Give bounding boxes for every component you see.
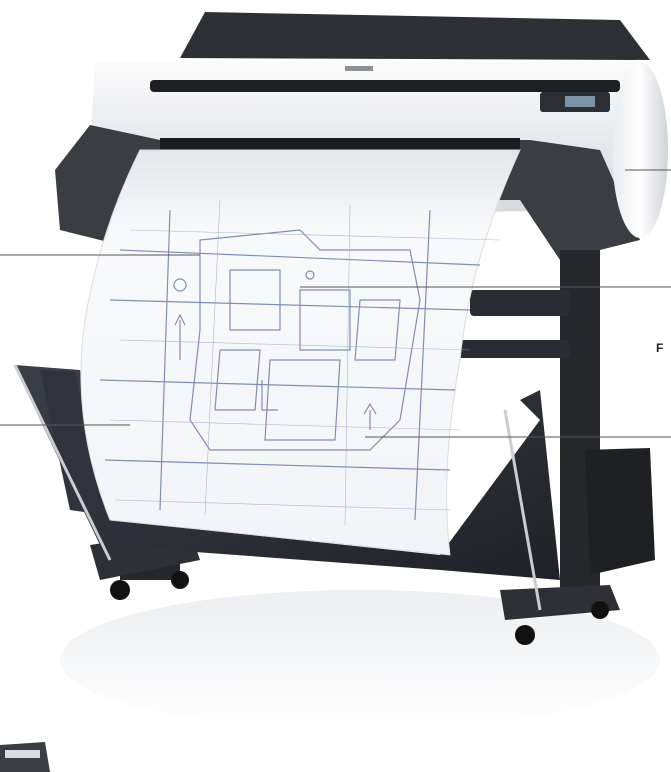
stand-crossbar [470,290,570,316]
caster-wheel [515,625,535,645]
roll-holder-cap [612,62,668,238]
blueprint-drawing [99,209,481,521]
caster-wheel [110,580,130,600]
caster-wheel [171,571,189,589]
paper-output-slot [160,138,520,150]
blueprint-detail-lines [109,199,501,526]
partial-product-thumbnail-detail [5,750,40,758]
stand-foot-right [500,585,620,620]
basket-rod [503,409,542,611]
printed-blueprint-sheet [80,149,521,556]
basket-rod [13,364,112,561]
printer-top-band [150,80,620,92]
floor-reflection [60,590,660,730]
printer-top-cover [180,12,650,60]
stand-lower-bar [440,340,570,358]
control-panel-display [565,96,595,107]
brand-logo [345,66,373,71]
paper-basket [15,365,560,580]
caster-wheel [591,601,609,619]
callout-label-right: F [656,341,664,355]
stand-side-box [585,448,655,575]
paper-basket-left-panel [40,370,105,515]
